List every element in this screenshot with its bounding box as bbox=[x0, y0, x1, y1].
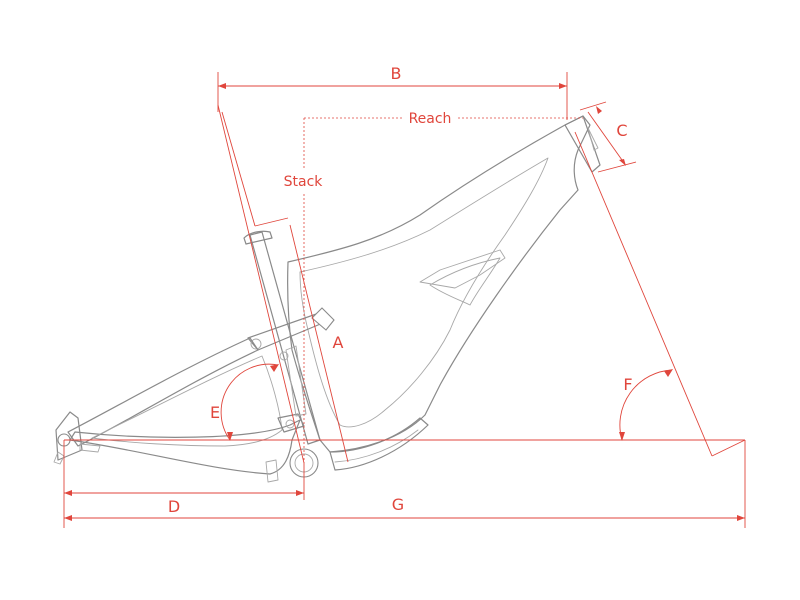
dim-c-arrow-bottom bbox=[619, 159, 626, 166]
dim-f-arrow-bottom bbox=[619, 432, 625, 441]
dim-e-arrow-top bbox=[270, 364, 279, 372]
dim-e-arrow-bottom bbox=[227, 432, 233, 441]
dim-d-arrow-right bbox=[296, 490, 304, 496]
brake-mount bbox=[79, 443, 101, 453]
dim-b-arrow-left bbox=[218, 83, 226, 89]
label-b: B bbox=[391, 64, 402, 83]
seat-clamp bbox=[243, 230, 273, 245]
dim-a-seat-line bbox=[217, 104, 305, 464]
dim-g-arrow-left bbox=[64, 515, 72, 521]
dim-c-ext-bottom bbox=[597, 161, 637, 173]
yoke bbox=[285, 345, 307, 417]
label-c: C bbox=[616, 121, 627, 140]
main-pivot-bolt bbox=[285, 419, 295, 429]
label-a: A bbox=[333, 333, 344, 352]
label-stack: Stack bbox=[284, 174, 324, 190]
label-f: F bbox=[623, 375, 632, 394]
dim-d-arrow-left bbox=[64, 490, 72, 496]
dim-c-ext-top bbox=[579, 101, 607, 111]
seat-stay bbox=[67, 337, 259, 447]
derailleur-hanger bbox=[53, 451, 65, 465]
label-reach: Reach bbox=[409, 111, 452, 127]
label-d: D bbox=[168, 497, 180, 516]
skid-plate-detail bbox=[334, 429, 419, 463]
head-tube bbox=[564, 115, 601, 173]
dim-g-arrow-right bbox=[737, 515, 745, 521]
dimension-labels: B Reach Stack C A E F D G bbox=[168, 64, 633, 516]
down-tube-detail bbox=[419, 249, 506, 289]
chainstay-tab bbox=[265, 459, 279, 483]
dim-c-line bbox=[587, 111, 623, 161]
dim-f-ground-tip bbox=[711, 439, 746, 457]
dim-f-axis bbox=[574, 131, 713, 457]
skid-plate bbox=[329, 417, 429, 471]
dim-c-arrow-top bbox=[596, 106, 602, 114]
label-g: G bbox=[392, 495, 404, 514]
dim-seat-top-cap bbox=[254, 217, 289, 227]
dim-f-arrow-top bbox=[664, 369, 673, 377]
rocker-pivot bbox=[250, 338, 262, 350]
dim-b-arrow-right bbox=[559, 83, 567, 89]
label-e: E bbox=[210, 403, 220, 422]
dim-a-effective bbox=[289, 224, 349, 463]
front-triangle-window bbox=[299, 157, 549, 428]
dim-f-arc bbox=[619, 369, 673, 441]
down-tube-window bbox=[429, 257, 501, 306]
shock-body bbox=[311, 307, 335, 331]
bike-frame bbox=[53, 115, 601, 483]
dimension-lines bbox=[63, 72, 746, 528]
head-tube-badge bbox=[587, 127, 599, 151]
dim-e-arc bbox=[220, 363, 279, 441]
shock-mount bbox=[279, 351, 289, 361]
chain-stay bbox=[69, 419, 301, 475]
dim-seat-top-ext bbox=[221, 111, 256, 227]
